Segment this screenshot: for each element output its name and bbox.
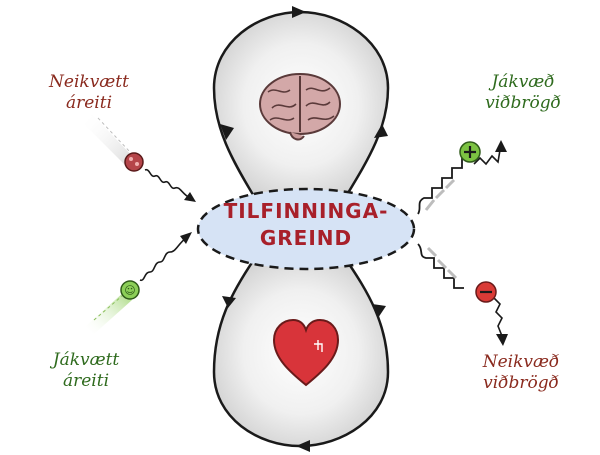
- loop-arrow-top-left: [220, 124, 234, 140]
- positive-stimulus-line2: áreiti: [62, 371, 110, 391]
- negative-stimulus-label: Neikvætt áreiti: [34, 72, 144, 114]
- positive-stimulus-comet: ☺: [86, 232, 192, 334]
- negative-stimulus-line1: Neikvætt: [49, 72, 129, 92]
- negative-stimulus-line2: áreiti: [65, 93, 113, 113]
- positive-response-label: Jákvæð viðbrögð: [468, 72, 578, 114]
- center-label-line2: GREIND: [259, 226, 353, 250]
- loop-arrow-bottom-right: [372, 304, 386, 318]
- svg-text:☺: ☺: [124, 284, 135, 297]
- positive-response-line1: Jákvæð: [491, 72, 555, 92]
- loop-arrow-bottom: [296, 440, 310, 452]
- negative-response-label: Neikvæð viðbrögð: [464, 352, 578, 394]
- heart-icon: [272, 318, 340, 387]
- loop-arrow-top-right: [374, 124, 388, 138]
- positive-response-line2: viðbrögð: [485, 93, 561, 113]
- loop-arrow-bottom-left: [222, 296, 236, 308]
- loop-arrow-top: [292, 6, 306, 18]
- center-label-line1: TILFINNINGA-: [223, 199, 389, 223]
- positive-response-stairs: [417, 140, 507, 215]
- brain-icon: [259, 73, 341, 141]
- negative-stimulus-comet: [84, 114, 196, 202]
- center-label: TILFINNINGA- GREIND: [200, 198, 412, 252]
- center-ellipse: [196, 187, 416, 271]
- positive-stimulus-line1: Jákvætt: [52, 350, 120, 370]
- negative-response-line2: viðbrögð: [483, 373, 559, 393]
- positive-stimulus-label: Jákvætt áreiti: [36, 350, 136, 392]
- negative-response-line1: Neikvæð: [482, 352, 560, 372]
- negative-response-stairs: [417, 243, 508, 346]
